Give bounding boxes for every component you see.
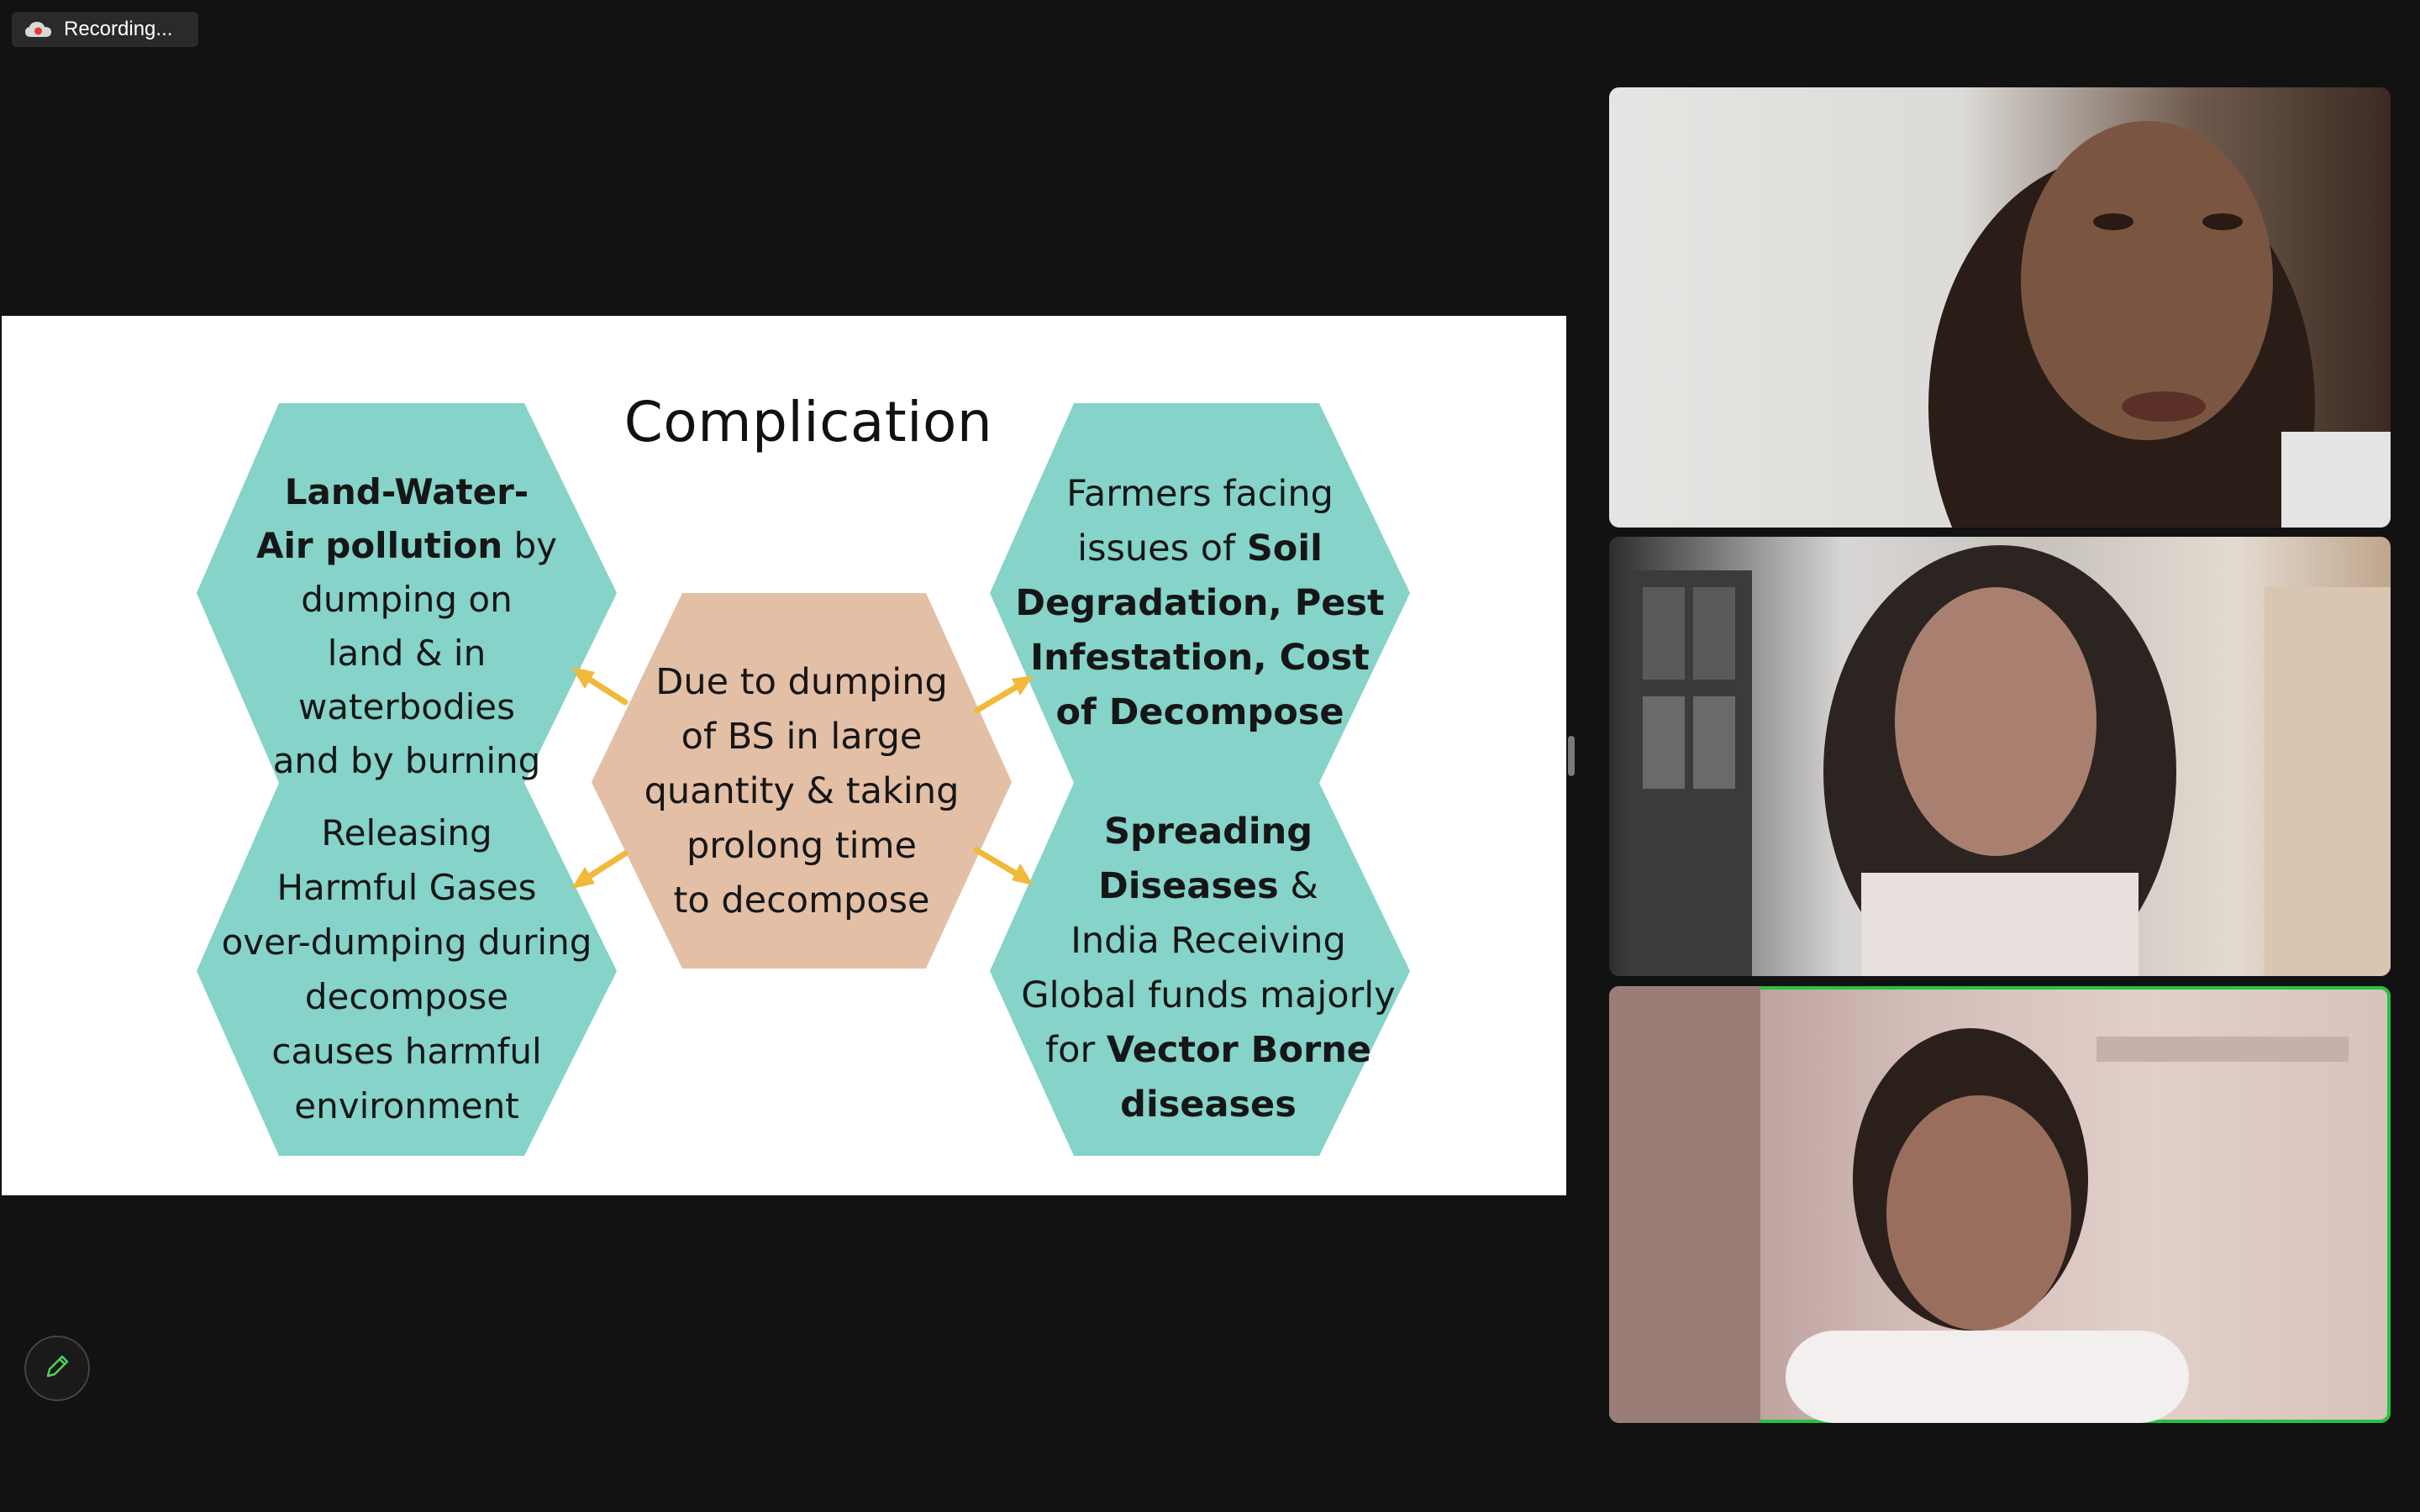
top-left-segment: Land-Water- [284, 471, 529, 512]
bottom-left-line: environment [197, 1079, 617, 1133]
top-right-line: issues of Soil [990, 522, 1410, 576]
top-right-line: Infestation, Cost [990, 631, 1410, 685]
bottom-right-segment: Global funds majorly [1021, 974, 1396, 1016]
panel-resize-handle[interactable] [1568, 736, 1575, 776]
bottom-left-line: Releasing [197, 806, 617, 860]
top-left-line: and by burning [197, 734, 617, 788]
bottom-right-segment: & [1278, 865, 1318, 907]
top-left-line: Air pollution by [197, 519, 617, 573]
shared-slide: Complication Land-Water- Air pollution by… [2, 316, 1566, 1195]
top-left-segment: dumping on [301, 579, 513, 620]
bottom-left-line: decompose [197, 969, 617, 1024]
annotate-button[interactable] [24, 1336, 90, 1401]
bottom-right-segment: diseases [1120, 1084, 1297, 1126]
top-left-segment: and by burning [272, 740, 541, 781]
top-left-segment: Air pollution [256, 525, 503, 566]
center-line: to decompose [673, 879, 930, 921]
bottom-left-segment: Harmful Gases [276, 867, 537, 908]
top-left-line: waterbodies [197, 680, 617, 734]
top-right-line: Farmers facing [990, 467, 1410, 522]
hexagon-top-right [990, 403, 1410, 783]
hexagon-bottom-left [197, 783, 617, 1156]
video-tile-participant-2[interactable] [1609, 537, 2391, 976]
bottom-left-line: causes harmful [197, 1024, 617, 1079]
hexagon-bottom-right [990, 783, 1410, 1156]
bottom-right-line: Diseases & [990, 859, 1427, 914]
recording-label: Recording... [64, 18, 173, 40]
top-left-line: dumping on [197, 573, 617, 627]
bottom-right-segment: for [1045, 1029, 1107, 1071]
top-left-line: land & in [197, 627, 617, 680]
center-line: Due to dumping [655, 661, 948, 703]
top-right-line: of Decompose [990, 685, 1410, 740]
hexagon-top-left-text: Land-Water- Air pollution by dumping on lan… [197, 465, 617, 788]
top-right-segment: issues of [1077, 528, 1247, 570]
center-line: prolong time [687, 825, 917, 867]
arrow-top-right [973, 680, 1025, 714]
top-right-segment: of Decompose [1055, 691, 1344, 733]
bottom-right-line: India Receiving [990, 914, 1427, 969]
bottom-right-line: Global funds majorly [990, 969, 1427, 1023]
top-right-segment: Degradation, Pest [1015, 582, 1385, 624]
top-right-segment: Farmers facing [1066, 473, 1334, 515]
bottom-left-segment: causes harmful [271, 1031, 542, 1072]
slide-title: Complication [623, 390, 993, 454]
bottom-right-segment: Diseases [1098, 865, 1279, 907]
video-tile-participant-1[interactable] [1609, 87, 2391, 528]
bottom-left-line: Harmful Gases [197, 860, 617, 915]
cloud-record-icon [24, 19, 54, 39]
bottom-right-line: diseases [990, 1078, 1427, 1132]
center-line: of BS in large [681, 716, 923, 758]
bottom-right-segment: India Receiving [1071, 920, 1346, 962]
bottom-right-segment: Spreading [1103, 811, 1313, 853]
pencil-icon [43, 1352, 71, 1384]
bottom-left-segment: environment [294, 1085, 519, 1126]
top-right-line: Degradation, Pest [990, 576, 1410, 631]
top-right-segment: Soil [1246, 528, 1323, 570]
bottom-right-line: for Vector Borne [990, 1023, 1427, 1078]
bottom-left-segment: Releasing [321, 812, 492, 853]
top-right-segment: Infestation, Cost [1030, 637, 1370, 679]
participant-1-video [1928, 121, 2391, 528]
top-left-line: Land-Water- [197, 465, 617, 519]
hexagon-top-left [197, 403, 617, 783]
recording-indicator[interactable]: Recording... [12, 12, 198, 47]
video-tile-participant-3[interactable] [1609, 986, 2391, 1423]
bottom-right-segment: Vector Borne [1106, 1029, 1371, 1071]
top-left-segment: land & in [327, 633, 487, 674]
participant-3-video [1609, 986, 2349, 1423]
bottom-right-line: Spreading [990, 805, 1427, 859]
center-line: quantity & taking [644, 770, 960, 812]
slide-diagram [197, 403, 1410, 1156]
top-left-segment: by [502, 525, 557, 566]
hexagon-center-text: Due to dumping of BS in large quantity & t… [592, 655, 1012, 928]
bottom-left-segment: decompose [304, 976, 509, 1017]
bottom-left-segment: over-dumping during [221, 921, 592, 963]
participant-2-video [1626, 545, 2391, 976]
hexagon-center [592, 593, 1012, 969]
arrow-bottom-right [973, 847, 1025, 880]
top-left-segment: waterbodies [297, 686, 516, 727]
bottom-left-line: over-dumping during [197, 915, 617, 969]
